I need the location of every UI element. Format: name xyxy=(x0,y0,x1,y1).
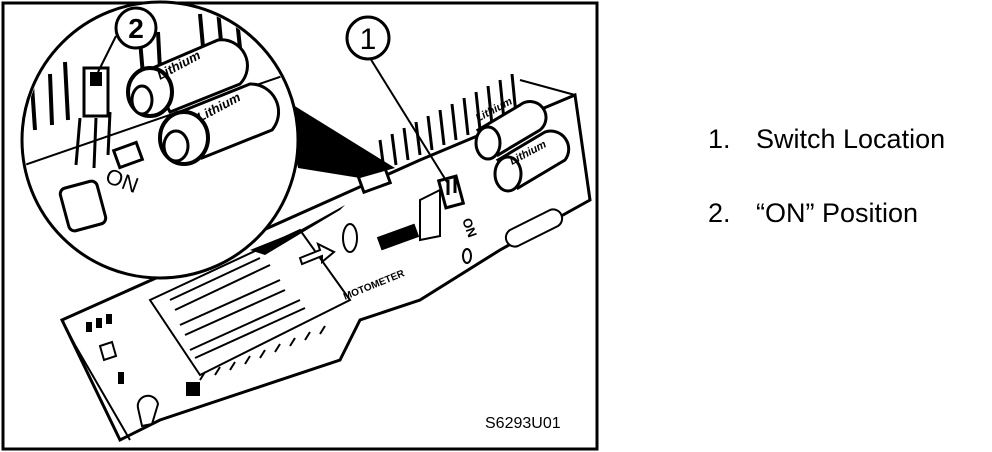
callout-2-number: 2 xyxy=(128,13,144,44)
callout-1-circle xyxy=(345,15,391,61)
callout-2-leader xyxy=(97,35,117,73)
board-switch-label: ON xyxy=(459,216,480,239)
callout-2-circle xyxy=(114,6,158,50)
magnified-detail: ON Lithium Lithium xyxy=(20,0,300,280)
legend: 1. Switch Location 2. “ON” Position xyxy=(708,122,988,270)
circuit-board: ON MOTOMETER Lithium Lithium xyxy=(59,73,592,443)
legend-item-1: 1. Switch Location xyxy=(708,122,988,156)
callout-1-number: 1 xyxy=(360,23,377,56)
legend-item-number: 1. xyxy=(708,124,731,154)
board-battery-bottom xyxy=(493,129,571,193)
board-switch xyxy=(436,174,466,210)
legend-item-text: Switch Location xyxy=(756,124,946,154)
diagram-figure: ON MOTOMETER Lithium Lithium 1 xyxy=(1,0,599,451)
legend-item-2: 2. “ON” Position xyxy=(708,196,988,230)
figure-code: S6293U01 xyxy=(485,415,561,432)
callout-1-leader xyxy=(369,57,448,183)
diagram-svg: ON MOTOMETER Lithium Lithium 1 xyxy=(1,0,599,451)
legend-item-text: “ON” Position xyxy=(756,198,919,228)
legend-item-number: 2. xyxy=(708,198,731,228)
board-battery-top xyxy=(474,100,548,161)
detail-battery-top: Lithium xyxy=(126,38,249,118)
